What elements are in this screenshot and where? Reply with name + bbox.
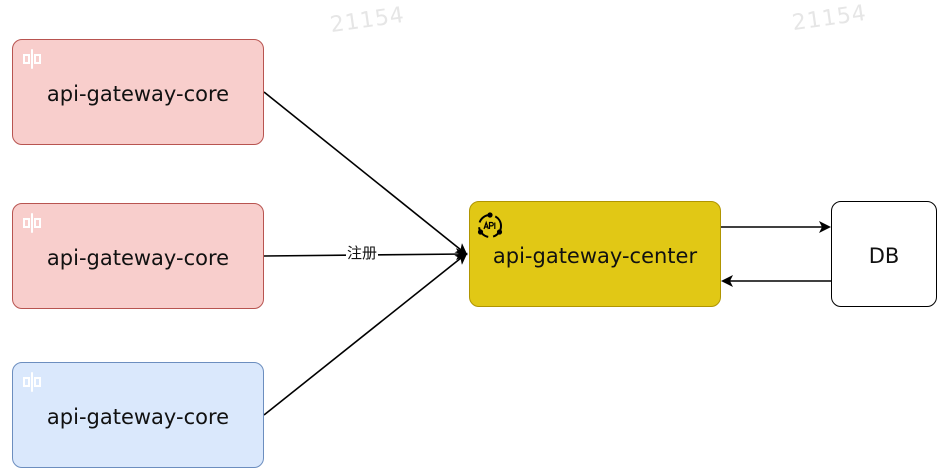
node-label: api-gateway-core: [46, 405, 230, 429]
node-label: DB: [868, 244, 900, 268]
service-icon: [23, 372, 41, 392]
node-label: api-gateway-core: [46, 82, 230, 106]
node-api-gateway-center[interactable]: api-gateway-center: [469, 201, 721, 307]
api-icon: [477, 212, 503, 238]
edge-label-register: 注册: [346, 243, 379, 263]
watermark: 21154: [328, 2, 407, 39]
node-label: api-gateway-center: [492, 244, 698, 268]
watermark: 21154: [790, 0, 869, 37]
node-label: api-gateway-core: [46, 246, 230, 270]
node-api-gateway-core-2[interactable]: api-gateway-core: [12, 203, 264, 309]
node-api-gateway-core-3[interactable]: api-gateway-core: [12, 362, 264, 468]
service-icon: [23, 49, 41, 69]
edge-core1-to-center: [263, 91, 468, 256]
node-db[interactable]: DB: [831, 201, 937, 307]
edge-core3-to-center: [263, 252, 468, 416]
node-api-gateway-core-1[interactable]: api-gateway-core: [12, 39, 264, 145]
service-icon: [23, 213, 41, 233]
